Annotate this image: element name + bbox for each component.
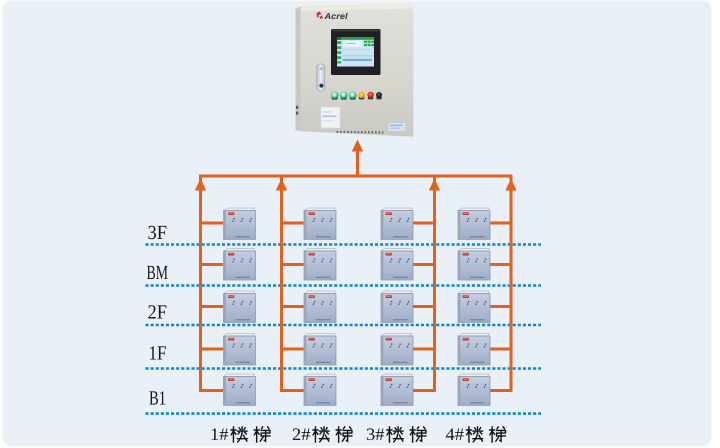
svg-text:1F: 1F — [149, 343, 167, 365]
svg-text:1#: 1# — [210, 424, 229, 444]
svg-text:Acrel: Acrel — [323, 11, 348, 21]
svg-text:4#: 4# — [446, 424, 465, 444]
svg-text:B1: B1 — [149, 388, 166, 410]
svg-text:3#: 3# — [366, 424, 385, 444]
svg-text:3F: 3F — [148, 222, 168, 244]
svg-text:BM: BM — [147, 262, 169, 284]
svg-text:2F: 2F — [148, 302, 168, 324]
svg-text:2#: 2# — [292, 424, 311, 444]
